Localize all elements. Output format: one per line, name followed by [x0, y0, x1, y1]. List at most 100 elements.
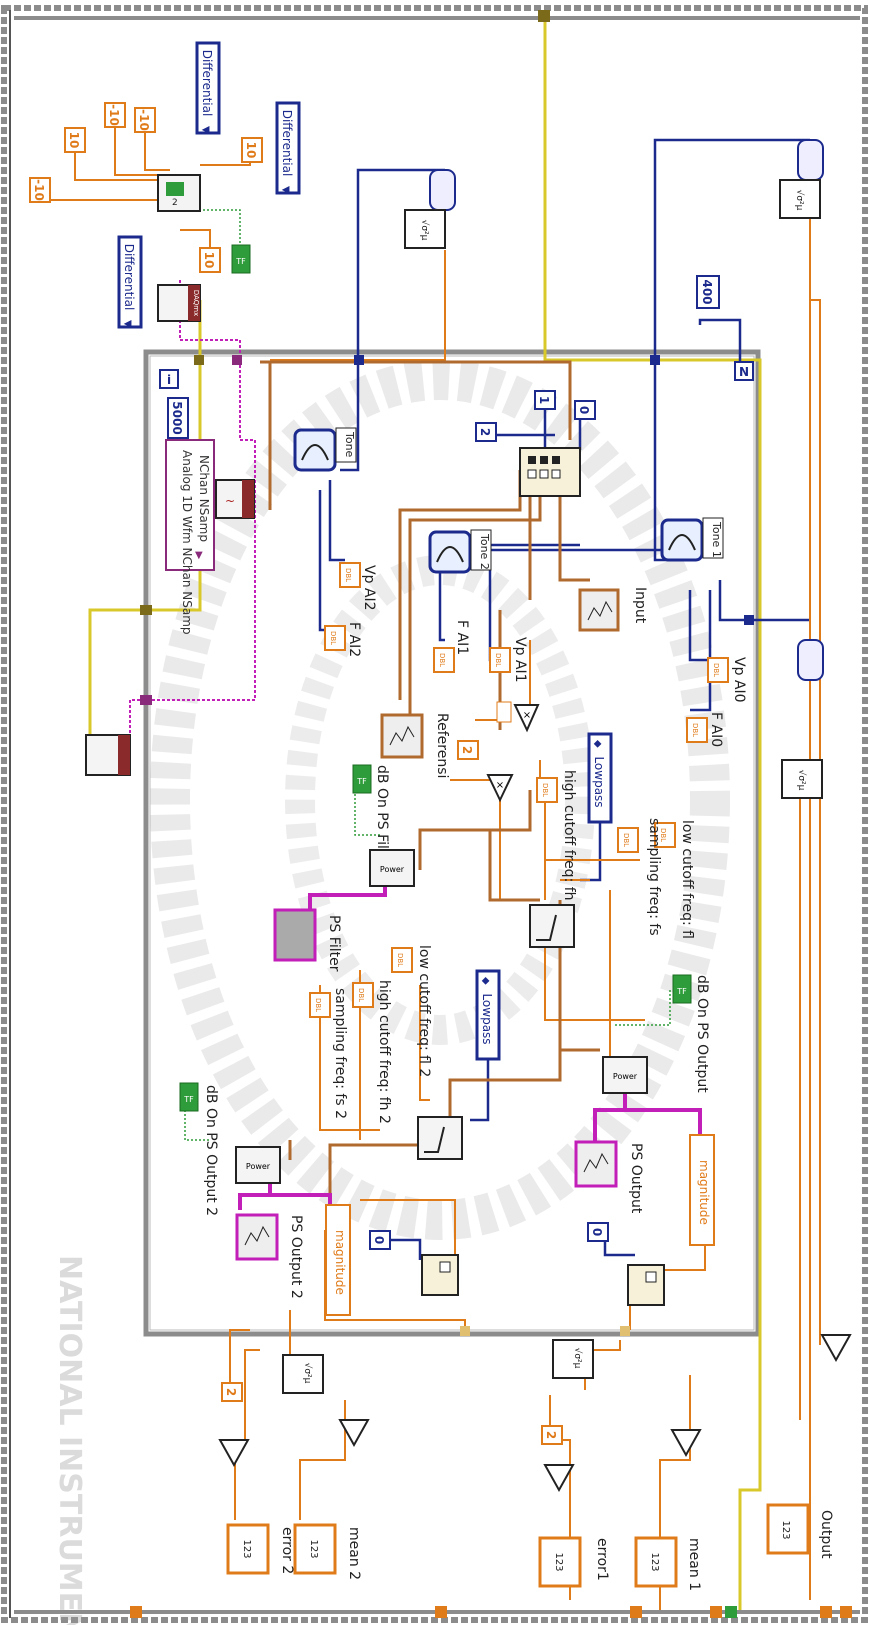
enum-differential-1[interactable]: Differential ▼	[197, 43, 219, 134]
svg-text:TF: TF	[183, 1095, 194, 1104]
input-label: Input	[632, 587, 648, 624]
svg-text:2: 2	[544, 1431, 558, 1439]
daqmx-read-vi[interactable]: ~	[216, 480, 254, 518]
svg-text:Lowpass: Lowpass	[480, 993, 494, 1044]
high-cutoff-fh2-control[interactable]: DBL	[353, 983, 373, 1007]
low-cutoff-fl2-control[interactable]: DBL	[392, 948, 412, 972]
svg-text:DBL: DBL	[494, 653, 502, 667]
const-2-err1[interactable]: 2	[542, 1426, 562, 1444]
sampling-fs-label: sampling freq: fs	[646, 818, 662, 936]
referensi-graph[interactable]	[382, 715, 422, 757]
svg-text:i: i	[167, 373, 171, 387]
mean2-label: mean 2	[346, 1527, 362, 1580]
enum-differential-2[interactable]: Differential ▼	[277, 103, 299, 194]
svg-text:Power: Power	[613, 1072, 638, 1081]
svg-text:TF: TF	[235, 257, 246, 266]
ps-output-graph[interactable]	[576, 1142, 616, 1186]
divide-output	[822, 1335, 850, 1360]
const-2-mult[interactable]: 2	[458, 741, 478, 759]
const-5000[interactable]: 5000	[168, 398, 188, 438]
const-10-b[interactable]: 10	[242, 138, 262, 162]
const-2-err2[interactable]: 2	[222, 1383, 242, 1401]
multiply-1[interactable]: ×	[515, 705, 538, 730]
power-spectrum-vi-2[interactable]: Power	[603, 1057, 647, 1093]
task-wire-yellow	[90, 10, 760, 1610]
power-spectrum-vi-3[interactable]: Power	[236, 1147, 280, 1183]
index-array-vi[interactable]	[520, 448, 580, 496]
svg-text:10: 10	[202, 252, 216, 269]
bool-const-top[interactable]: TF	[232, 245, 250, 273]
high-cutoff-fh-control[interactable]: DBL	[537, 778, 557, 802]
svg-text:DBL: DBL	[712, 663, 720, 677]
const-400[interactable]: 400	[697, 276, 719, 308]
loop-iteration-terminal: i	[160, 370, 178, 388]
enum-differential-3[interactable]: Differential ▼	[119, 237, 141, 328]
svg-text:TF: TF	[676, 987, 687, 996]
daqmx-create-channel-vi[interactable]: 2	[158, 175, 200, 211]
ps-filter-graph[interactable]	[275, 910, 315, 960]
magnitude-2-unbundle[interactable]: magnitude	[326, 1205, 350, 1315]
const-neg10-b[interactable]: -10	[105, 103, 125, 127]
multiply-2[interactable]: ×	[488, 775, 512, 800]
tone2-measurement-vi[interactable]: Tone 2	[430, 530, 491, 572]
ps-filter-label: PS Filter	[326, 915, 342, 972]
const-1-tone[interactable]: 1	[535, 391, 555, 409]
filter-vi-1[interactable]	[530, 905, 574, 947]
stats-vi-3-icon[interactable]: √σ²μ	[782, 640, 823, 798]
const-2-tone[interactable]: 2	[476, 423, 496, 441]
ps-output2-graph[interactable]	[237, 1215, 277, 1259]
stats-vi-2-icon[interactable]: √σ²μ	[780, 140, 823, 218]
ni-watermark-logo: NATIONAL INSTRUMENTS	[52, 1255, 87, 1625]
daqmx-timing-vi[interactable]: DAQmx	[158, 285, 200, 321]
f-ai2-indicator: DBL	[325, 626, 345, 650]
sampling-fs-control[interactable]: DBL	[618, 828, 638, 852]
filter-type-lowpass-1[interactable]: Lowpass ◆	[589, 734, 611, 822]
svg-text:2: 2	[224, 1388, 238, 1396]
magnitude-1-unbundle[interactable]: magnitude	[690, 1135, 714, 1245]
filter-type-lowpass-2[interactable]: Lowpass ◆	[477, 971, 499, 1059]
const-0-tone[interactable]: 0	[575, 401, 595, 419]
divide-err1	[545, 1465, 573, 1490]
error1-indicator: 123	[540, 1538, 580, 1586]
power-spectrum-vi-1[interactable]: Power	[370, 850, 414, 886]
filter-vi-2[interactable]	[418, 1117, 462, 1159]
svg-text:2: 2	[172, 198, 178, 208]
daqmx-clear-task-vi[interactable]	[86, 735, 130, 775]
f-ai1-label: F AI1	[454, 620, 470, 655]
low-cutoff-fl-label: low cutoff freq: fl	[679, 820, 695, 939]
db-on-ps-output2-bool[interactable]: TF	[180, 1083, 198, 1111]
const-neg10-a[interactable]: -10	[30, 178, 50, 202]
index-array-1[interactable]	[628, 1265, 664, 1305]
svg-text:123: 123	[649, 1552, 660, 1571]
svg-text:0: 0	[372, 1236, 386, 1244]
const-10-c[interactable]: 10	[200, 248, 220, 272]
const-0-idx2[interactable]: 0	[370, 1231, 390, 1249]
f-ai0-indicator: DBL	[687, 718, 707, 742]
vp-ai2-indicator: DBL	[340, 563, 360, 587]
tone-measurement-vi[interactable]: Tone	[295, 428, 356, 470]
db-on-ps-output-label: dB On PS Output	[694, 975, 710, 1093]
db-on-ps-filter-bool[interactable]: TF	[353, 765, 371, 793]
const-neg10-c[interactable]: -10	[135, 108, 155, 132]
svg-text:10: 10	[244, 142, 258, 159]
db-on-ps-output-bool[interactable]: TF	[673, 975, 691, 1003]
svg-text:√σ²μ: √σ²μ	[796, 770, 807, 791]
tone1-measurement-vi[interactable]: Tone 1	[662, 518, 723, 560]
const-10-a[interactable]: 10	[65, 128, 85, 152]
svg-text:◆: ◆	[480, 977, 491, 985]
stats-vi-1-icon[interactable]: √σ²μ	[405, 170, 455, 248]
svg-text:Power: Power	[246, 1162, 271, 1171]
const-0-idx1[interactable]: 0	[588, 1223, 608, 1241]
svg-text:Differential: Differential	[200, 50, 214, 117]
stats-vi-4-icon[interactable]: √σ²μ	[553, 1340, 593, 1378]
index-array-2[interactable]	[422, 1255, 458, 1295]
error2-indicator: 123	[228, 1525, 268, 1573]
daqmx-read-polymorphic[interactable]: Analog 1D Wfm NChan NSamp NChan NSamp ▼	[166, 440, 214, 635]
svg-text:-10: -10	[137, 109, 151, 131]
sampling-fs2-control[interactable]: DBL	[310, 993, 330, 1017]
svg-text:◆: ◆	[592, 740, 603, 748]
stats-vi-5-icon[interactable]: √σ²μ	[283, 1355, 323, 1393]
input-graph[interactable]	[580, 590, 618, 630]
ps-output2-label: PS Output 2	[288, 1215, 304, 1299]
